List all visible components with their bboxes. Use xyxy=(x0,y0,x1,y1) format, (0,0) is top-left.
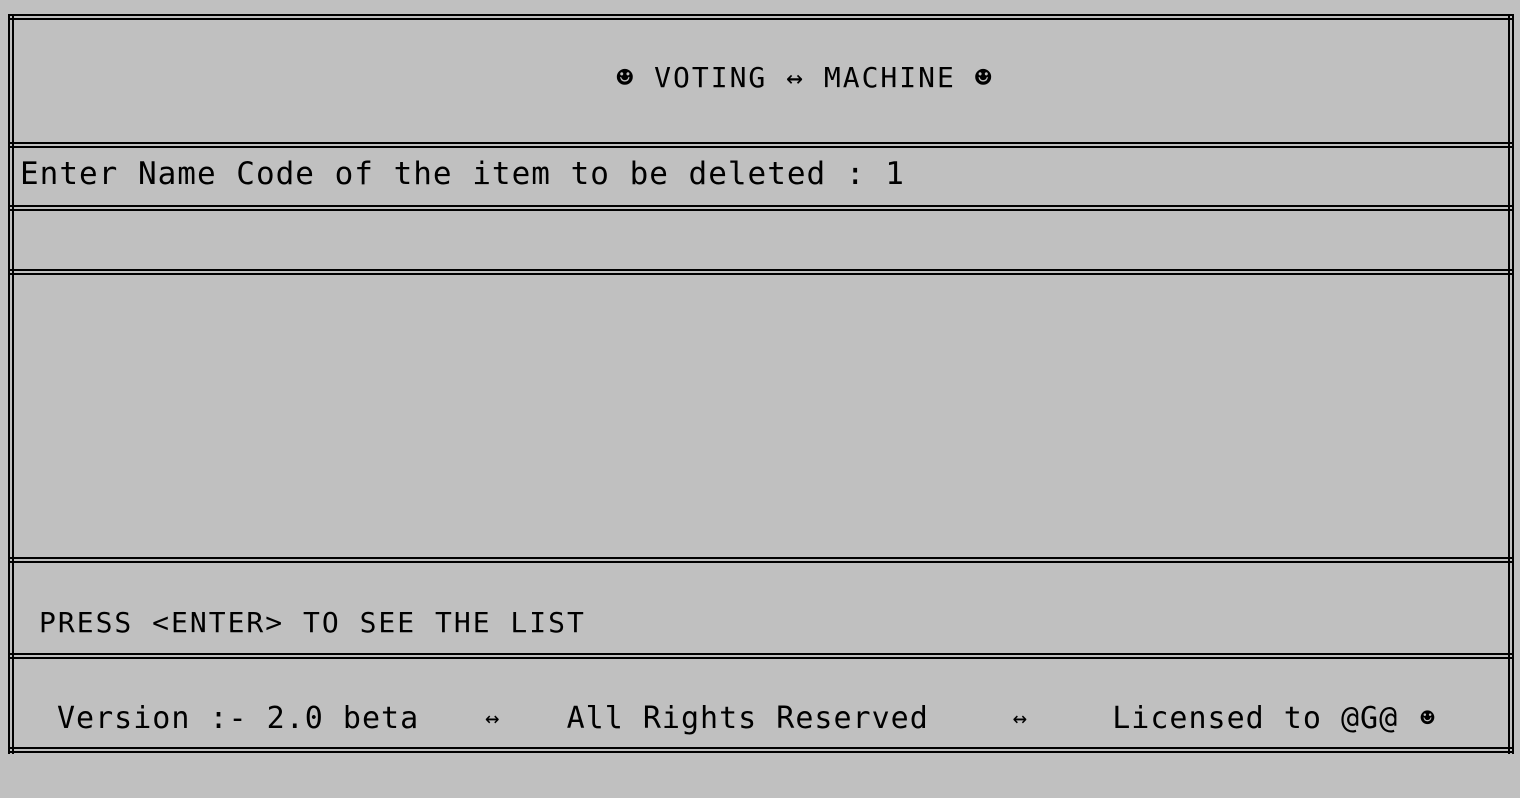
smiley-icon: ☻ xyxy=(1420,704,1436,732)
instruction-divider xyxy=(8,653,1514,659)
arrow-separator-1: ↔ xyxy=(485,704,501,732)
version-text: Version :- 2.0 beta xyxy=(57,701,420,736)
prompt-label: Enter Name Code of the item to be delete… xyxy=(20,156,866,192)
delete-code-prompt[interactable]: Enter Name Code of the item to be delete… xyxy=(20,156,905,192)
arrow-separator-2: ↔ xyxy=(1012,704,1029,732)
rights-text: All Rights Reserved xyxy=(566,701,929,736)
frame-right-border xyxy=(1508,14,1514,754)
prompt-divider xyxy=(8,205,1514,211)
page-title: ☻ VOTING ↔ MACHINE ☻ xyxy=(616,61,994,94)
footer-bar: Version :- 2.0 beta ↔ All Rights Reserved ↔… xyxy=(57,700,1436,737)
license-text: Licensed to @G@ xyxy=(1112,701,1399,736)
console-frame: ☻ VOTING ↔ MACHINE ☻ Enter Name Code of … xyxy=(8,14,1514,754)
content-divider xyxy=(8,557,1514,563)
press-enter-instruction: PRESS <ENTER> TO SEE THE LIST xyxy=(39,606,586,639)
frame-left-border xyxy=(8,14,14,754)
header-divider xyxy=(8,142,1514,148)
delete-code-input[interactable]: 1 xyxy=(885,156,905,192)
frame-bottom-border xyxy=(8,747,1514,753)
frame-top-border xyxy=(8,14,1514,20)
blank-row-divider xyxy=(8,269,1514,275)
